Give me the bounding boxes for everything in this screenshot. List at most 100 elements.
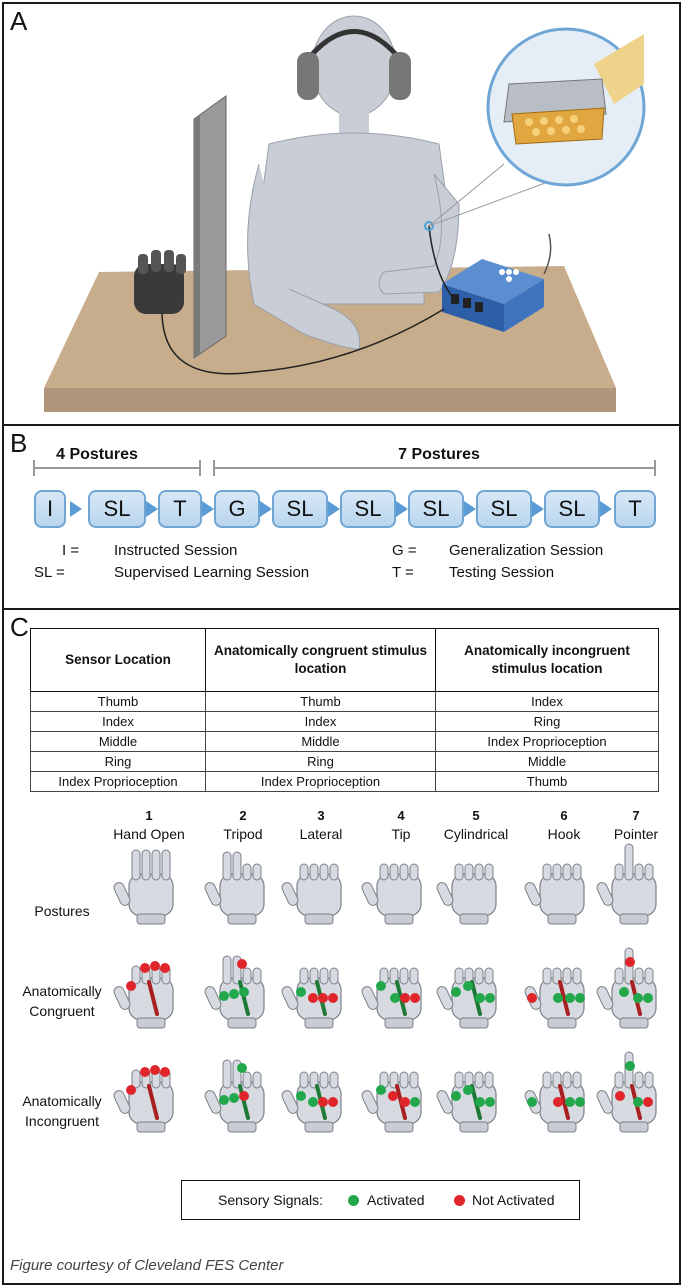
- activated-dot-icon: [633, 1097, 643, 1107]
- legend-text-g: Generalization Session: [449, 542, 604, 559]
- activated-dot-icon: [451, 987, 461, 997]
- session-box-sl: SL: [476, 490, 532, 528]
- hand-icon: [436, 863, 497, 925]
- hand-icon: [524, 967, 585, 1029]
- grasp-number: 3: [317, 808, 325, 823]
- hand-icon: [204, 851, 265, 925]
- arrow: [328, 501, 340, 517]
- grasp-number: 6: [560, 808, 568, 823]
- activated-dot-icon: [565, 993, 575, 1003]
- hand-icon: [524, 1071, 585, 1133]
- seven-postures-label: 7 Postures: [398, 446, 480, 463]
- session-box-testing: T: [158, 490, 202, 528]
- arrow: [464, 501, 476, 517]
- legend-text-i: Instructed Session: [114, 542, 238, 559]
- activated-dot-icon: [376, 1085, 386, 1095]
- hand-icon: [113, 849, 174, 925]
- table-row: Middle Middle Index Proprioception: [30, 731, 659, 752]
- activated-dot-icon: [376, 981, 386, 991]
- hand-icon: [596, 843, 657, 925]
- not-activated-dot-icon: [237, 959, 247, 969]
- legend-text-t: Testing Session: [449, 564, 555, 581]
- activated-dot-icon: [237, 1063, 247, 1073]
- cable: [161, 308, 445, 375]
- activated-dot-icon: [475, 993, 485, 1003]
- grasp-name: Cylindrical: [443, 826, 509, 842]
- hand-icon: [204, 1059, 265, 1133]
- grasp-name: Pointer: [613, 826, 659, 842]
- electrode-zoom-inset: [486, 27, 646, 187]
- row-label-incongruent: Anatomically Incongruent: [22, 1093, 102, 1129]
- hand-icon: [281, 863, 342, 925]
- table-header-row: Sensor Location Anatomically congruent s…: [30, 628, 659, 692]
- activated-dot-icon: [239, 987, 249, 997]
- figure-credit: Figure courtesy of Cleveland FES Center: [10, 1257, 284, 1274]
- legend-title: Sensory Signals:: [218, 1192, 324, 1208]
- not-activated-dot-icon: [328, 993, 338, 1003]
- table-cell: Index Proprioception: [205, 771, 436, 792]
- session-box-sl: SL: [88, 490, 146, 528]
- arrow: [260, 501, 272, 517]
- grasp-name: Tripod: [223, 826, 263, 842]
- activated-dot-icon: [575, 1097, 585, 1107]
- not-activated-dot-icon: [239, 1091, 249, 1101]
- table-cell: Thumb: [435, 771, 659, 792]
- activated-dot-icon: [643, 993, 653, 1003]
- legend-text-sl: Supervised Learning Session: [114, 564, 310, 581]
- not-activated-dot-icon: [388, 1091, 398, 1101]
- not-activated-dot-icon: [160, 963, 170, 973]
- arrow: [202, 501, 214, 517]
- stimulator-box: [442, 259, 544, 332]
- legend-abbr-i: I =: [62, 542, 80, 559]
- hand-icon: [113, 1065, 174, 1133]
- grasp-number: 7: [632, 808, 640, 823]
- activated-dot-icon: [308, 1097, 318, 1107]
- table-cell: Thumb: [205, 691, 436, 712]
- not-activated-dot-icon: [454, 1195, 465, 1206]
- four-postures-label: 4 Postures: [56, 446, 138, 463]
- not-activated-dot-icon: [643, 1097, 653, 1107]
- legend-abbr-t: T =: [392, 564, 414, 581]
- not-activated-dot-icon: [126, 1085, 136, 1095]
- panel-letter-a: A: [10, 6, 28, 36]
- desk-front: [44, 388, 616, 412]
- hand-illustrations-grid: [113, 843, 657, 1133]
- table-row: Thumb Thumb Index: [30, 691, 659, 712]
- activated-dot-icon: [527, 1097, 537, 1107]
- activated-dot-icon: [229, 989, 239, 999]
- grasp-name: Tip: [391, 826, 411, 842]
- hand-icon: [436, 1071, 497, 1133]
- panel-letter-c: C: [10, 612, 29, 642]
- not-activated-dot-icon: [150, 961, 160, 971]
- grasp-name: Lateral: [299, 826, 343, 842]
- session-box-generalization: G: [214, 490, 260, 528]
- hand-icon: [524, 863, 585, 925]
- panel-b: B 4 Postures 7 Postures I SL T G SL SL S…: [2, 424, 681, 610]
- experiment-setup-illustration: [44, 15, 646, 412]
- not-activated-dot-icon: [625, 957, 635, 967]
- hand-icon: [436, 967, 497, 1029]
- not-activated-dot-icon: [126, 981, 136, 991]
- panel-c: C Sensor Location Anatomically congruent…: [2, 608, 681, 1285]
- implant-site: [424, 221, 434, 231]
- not-activated-dot-icon: [328, 1097, 338, 1107]
- row-label-postures: Postures: [34, 903, 90, 919]
- activated-dot-icon: [219, 991, 229, 1001]
- activated-dot-icon: [625, 1061, 635, 1071]
- not-activated-dot-icon: [400, 1097, 410, 1107]
- legend-abbr-g: G =: [392, 542, 417, 559]
- person-illustration: [247, 15, 460, 350]
- activated-dot-icon: [619, 987, 629, 997]
- session-box-testing: T: [614, 490, 656, 528]
- not-activated-dot-icon: [140, 963, 150, 973]
- activated-dot-icon: [485, 1097, 495, 1107]
- panel-a: A: [2, 2, 681, 426]
- panel-letter-b: B: [10, 428, 28, 458]
- grasp-name: Hook: [547, 826, 581, 842]
- table-header: Anatomically congruent stimulus location: [205, 628, 436, 692]
- activated-dot-icon: [463, 981, 473, 991]
- legend-abbr-sl: SL =: [34, 564, 65, 581]
- hand-icon: [596, 947, 657, 1029]
- grasp-number: 5: [472, 808, 480, 823]
- not-activated-dot-icon: [140, 1067, 150, 1077]
